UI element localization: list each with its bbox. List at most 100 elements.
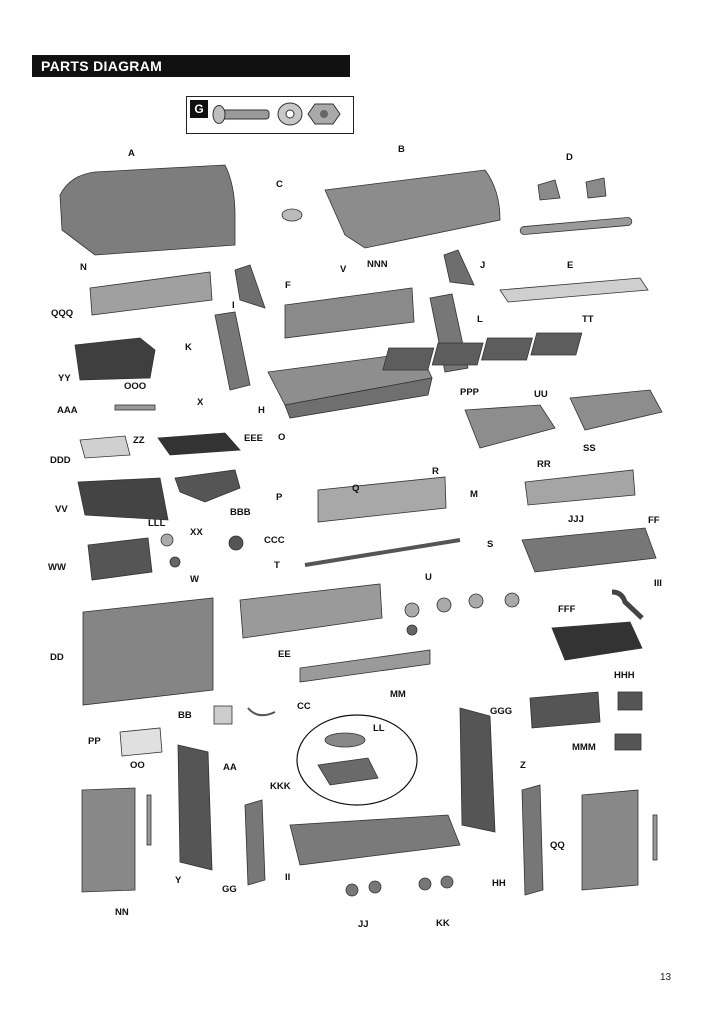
part-d-right — [585, 177, 607, 199]
part-label-hh: HH — [492, 878, 506, 889]
part-label-ggg: GGG — [490, 706, 512, 717]
part-label-ppp: PPP — [460, 387, 480, 398]
part-label-aaa: AAA — [57, 405, 78, 416]
part-label-kk: KK — [436, 918, 450, 929]
part-label-aa: AA — [223, 762, 237, 773]
part-label-o: O — [278, 432, 285, 443]
part-uu-grate-3 — [481, 337, 533, 361]
part-nn-door — [81, 787, 136, 893]
part-label-yy: YY — [58, 373, 71, 384]
part-rr-pan-left — [464, 404, 556, 449]
part-e-rod — [519, 217, 633, 235]
part-jjj-shield — [524, 469, 636, 506]
part-label-uu: UU — [534, 389, 548, 400]
part-yy-burner-box — [74, 337, 156, 381]
part-label-oo: OO — [130, 760, 145, 771]
part-label-w: W — [190, 574, 199, 585]
part-eee-plate — [157, 432, 241, 456]
part-qq-door — [581, 789, 639, 891]
part-label-d: D — [566, 152, 573, 163]
part-label-ff: FF — [648, 515, 660, 526]
part-label-lll: LLL — [148, 518, 166, 529]
part-label-ww: WW — [48, 562, 66, 573]
inset-box-g: G — [186, 96, 354, 134]
part-label-f: F — [285, 280, 291, 291]
part-ii-base — [289, 814, 461, 866]
part-label-mm: MM — [390, 689, 406, 700]
inset-label: G — [190, 100, 208, 118]
part-pp-basket — [119, 727, 163, 757]
part-s-manifold — [304, 538, 461, 567]
page-number: 13 — [660, 972, 672, 983]
part-u-knob-2 — [436, 597, 452, 613]
part-label-c: C — [276, 179, 283, 190]
part-label-qq: QQ — [550, 840, 565, 851]
part-n — [89, 271, 213, 316]
part-label-jj: JJ — [358, 919, 369, 930]
part-label-zz: ZZ — [133, 435, 145, 446]
part-label-y: Y — [175, 875, 182, 886]
part-label-r: R — [432, 466, 439, 477]
part-label-qqq: QQQ — [51, 308, 73, 319]
part-label-fff: FFF — [558, 604, 576, 615]
part-label-ii: II — [285, 872, 290, 883]
part-label-k: K — [185, 342, 192, 353]
part-label-a: A — [128, 148, 135, 159]
part-hh-leg — [521, 784, 544, 896]
part-label-m: M — [470, 489, 478, 500]
part-lid-left — [59, 164, 236, 256]
part-label-bb: BB — [178, 710, 192, 721]
part-label-hhh: HHH — [614, 670, 635, 681]
part-label-mmm: MMM — [572, 742, 596, 753]
part-i — [234, 264, 266, 309]
part-u-knob-4 — [504, 592, 520, 608]
part-uu-grate-2 — [431, 342, 484, 366]
part-label-b: B — [398, 144, 405, 155]
part-rr-pan-right — [569, 389, 663, 431]
part-zz-bar — [114, 404, 156, 411]
part-label-l: L — [477, 314, 483, 325]
part-label-ee: EE — [278, 649, 291, 660]
part-label-iii: III — [654, 578, 662, 589]
part-gg-leg — [244, 799, 266, 886]
part-w-knob-1 — [169, 556, 181, 568]
part-j — [443, 249, 475, 286]
part-jj-valve-1 — [345, 883, 359, 897]
part-iii-handle — [611, 589, 644, 620]
part-label-tt: TT — [582, 314, 594, 325]
part-label-x: X — [197, 397, 204, 408]
part-bb-box — [213, 705, 233, 725]
part-v — [284, 287, 415, 339]
part-vv-frame — [77, 477, 169, 521]
part-mm-panel — [299, 649, 431, 683]
part-hhh-plate — [617, 691, 643, 711]
part-ww-panel — [87, 537, 153, 581]
part-m-panel — [317, 476, 447, 523]
part-lid-right — [324, 169, 501, 249]
part-zz-rod-right — [652, 814, 658, 861]
part-jj-valve-2 — [368, 880, 382, 894]
part-tt-rack — [499, 277, 649, 303]
part-mmm-plate — [614, 733, 642, 751]
part-label-dd: DD — [50, 652, 64, 663]
part-zz-rod-left — [146, 794, 152, 846]
part-label-vv: VV — [55, 504, 68, 515]
part-label-jjj: JJJ — [568, 514, 584, 525]
part-label-rr: RR — [537, 459, 551, 470]
part-w-knob-2 — [406, 624, 418, 636]
part-k-panel — [214, 311, 251, 391]
part-d-left — [537, 179, 561, 201]
part-label-h: H — [258, 405, 265, 416]
part-label-ooo: OOO — [124, 381, 146, 392]
part-xx-basket — [174, 469, 241, 503]
part-t-panel — [239, 583, 383, 639]
part-label-u: U — [425, 572, 432, 583]
part-label-cc: CC — [297, 701, 311, 712]
part-label-ddd: DDD — [50, 455, 71, 466]
part-label-e: E — [567, 260, 573, 271]
part-z-panel — [459, 707, 496, 833]
part-label-nn: NN — [115, 907, 129, 918]
part-label-kkk: KKK — [270, 781, 291, 792]
part-label-eee: EEE — [244, 433, 263, 444]
